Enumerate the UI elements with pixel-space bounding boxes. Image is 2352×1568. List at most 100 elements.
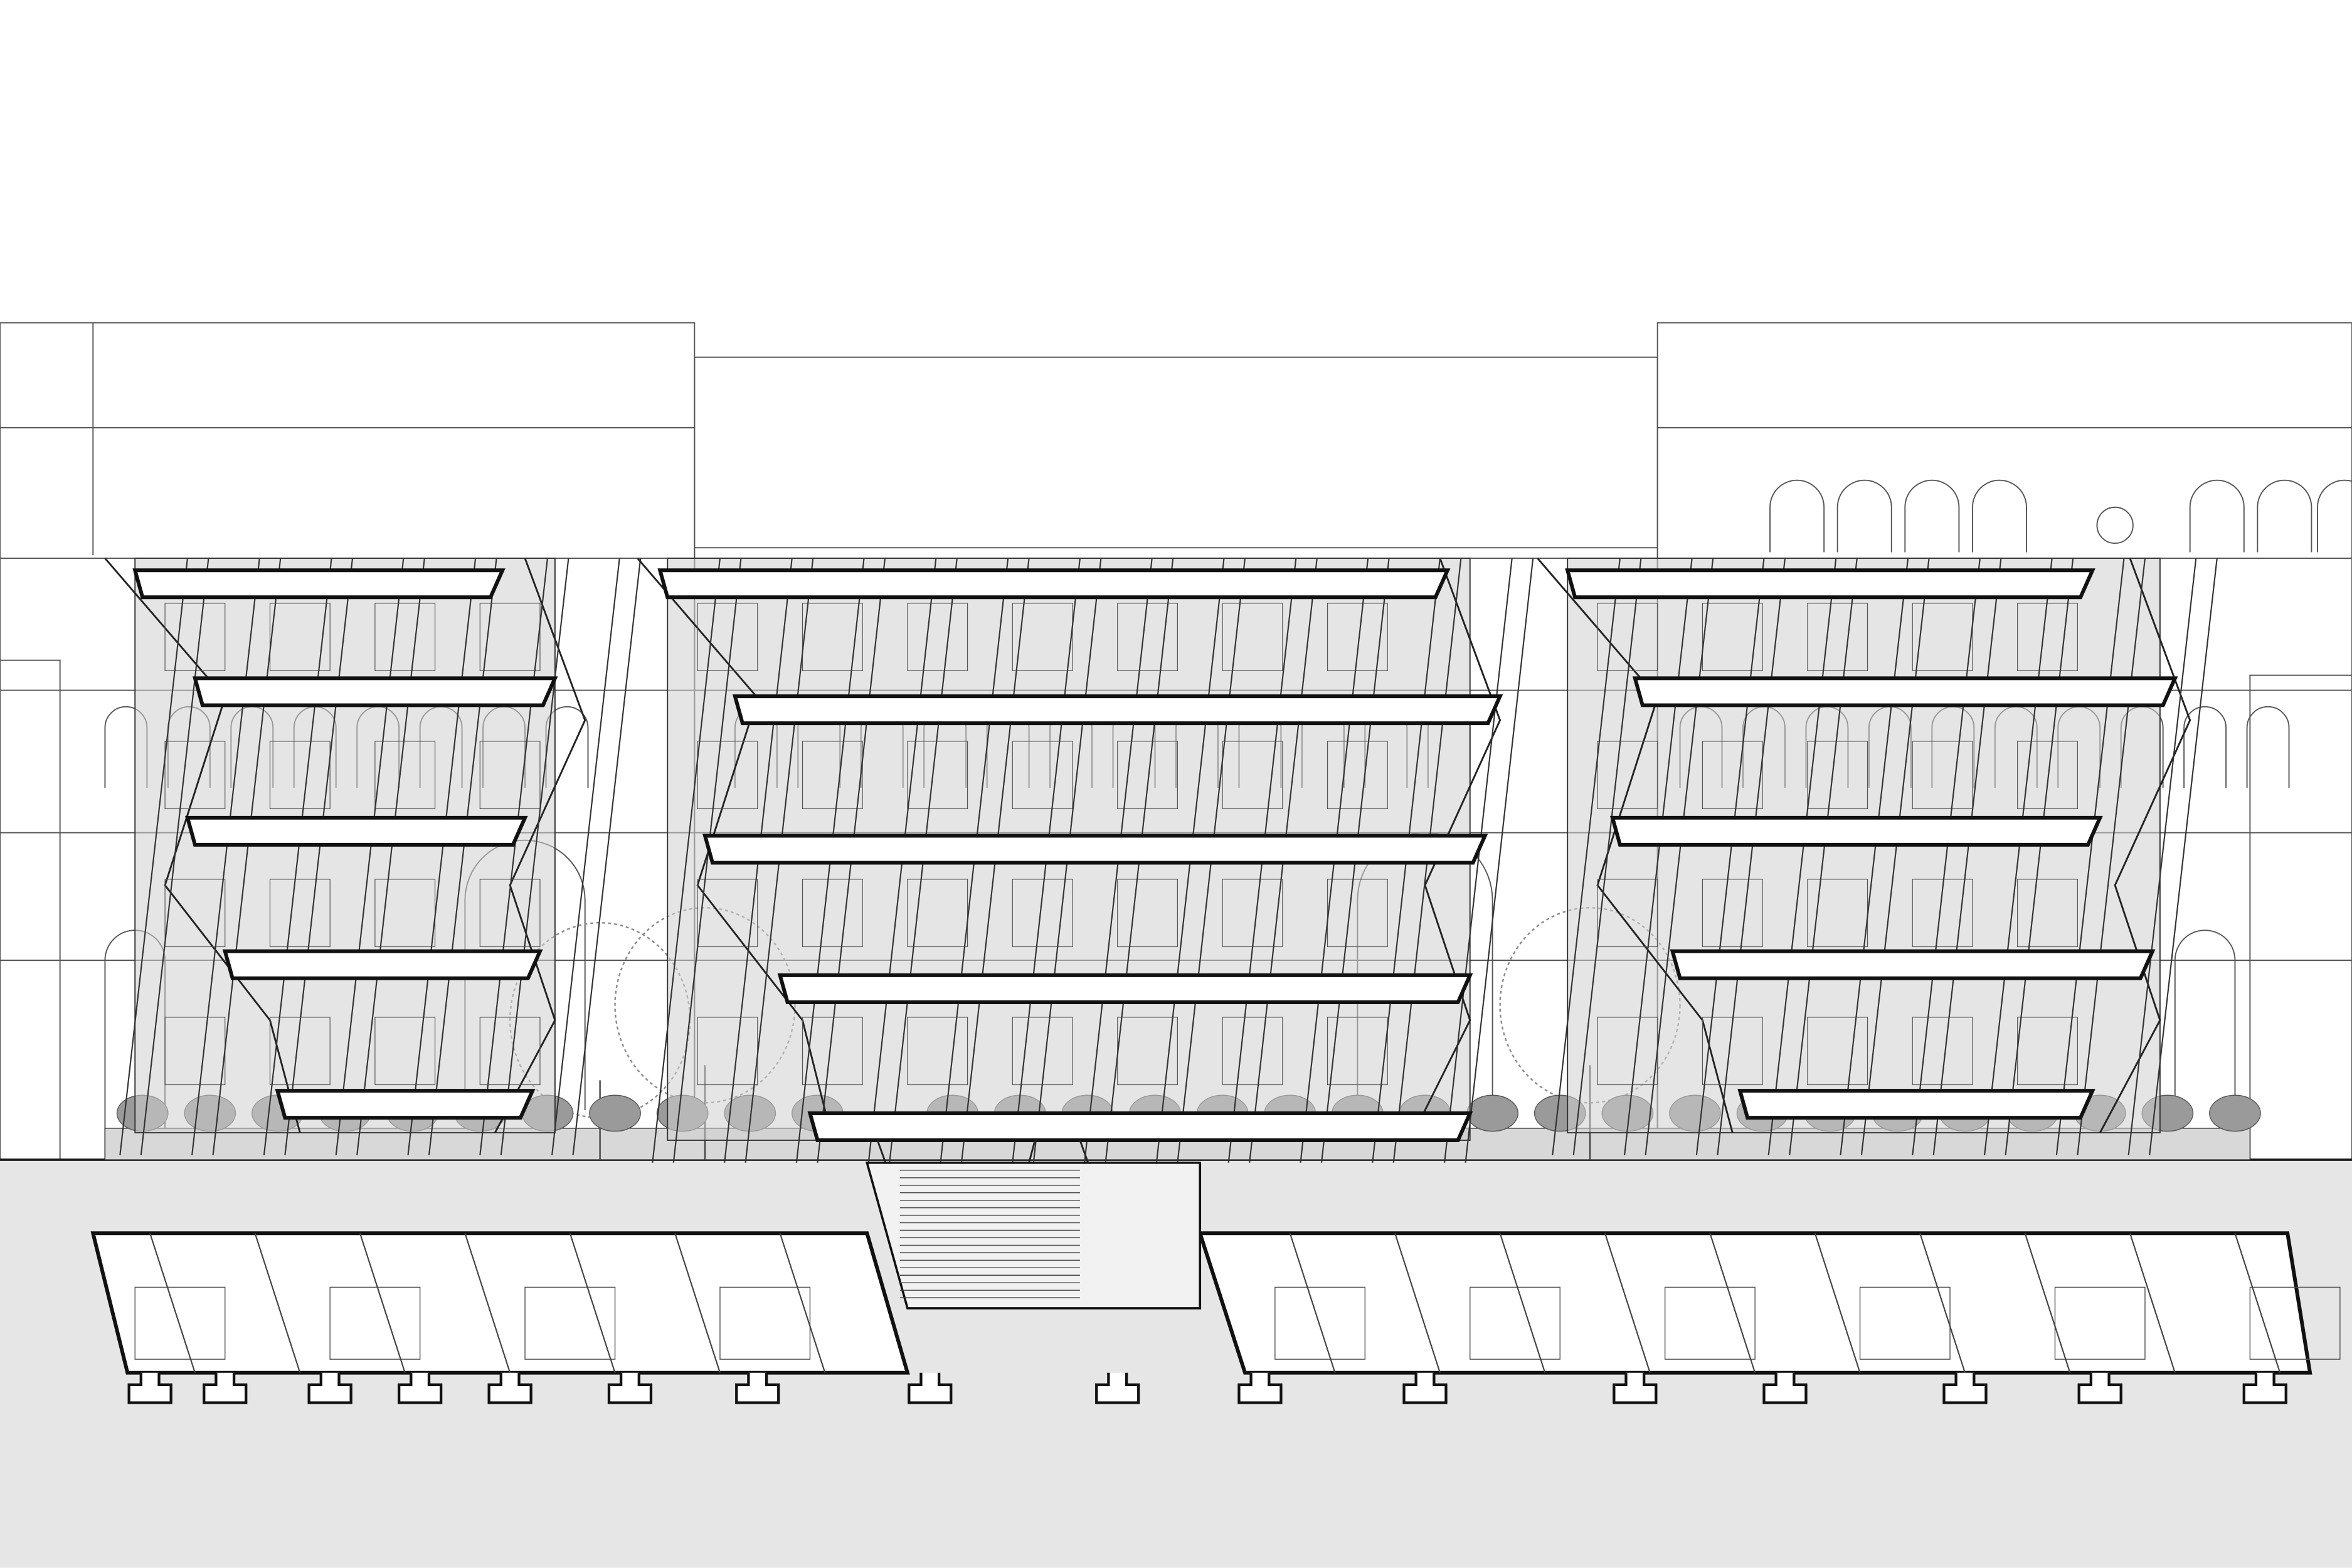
floor-slab (192, 676, 558, 707)
tower-right (1537, 558, 2218, 1156)
window-grid (1117, 741, 1178, 810)
basement-column (779, 1232, 826, 1374)
basement-column (569, 1232, 616, 1374)
window-grid (697, 879, 758, 948)
footing (607, 1372, 653, 1404)
arched-window (2174, 930, 2236, 1170)
window-grid (1807, 741, 1868, 810)
basement-window (1274, 1286, 1366, 1360)
tower-middle (637, 558, 1534, 1163)
window-grid (1702, 741, 1763, 810)
window-grid (802, 603, 863, 672)
diagonal-column (500, 558, 569, 1156)
basement-column (359, 1232, 406, 1374)
footing (1613, 1372, 1658, 1404)
floor-slab (1565, 568, 2095, 600)
window-grid (1327, 741, 1388, 810)
window-grid (1012, 741, 1073, 810)
window-grid (907, 741, 968, 810)
floor-slab (777, 973, 1473, 1004)
footing (1237, 1372, 1283, 1404)
arched-window (1769, 479, 1825, 553)
diagonal-column (1624, 558, 1693, 1156)
footing (487, 1372, 532, 1404)
basement-column (1604, 1232, 1651, 1374)
window-grid (164, 603, 226, 672)
footing (203, 1372, 248, 1404)
footing (398, 1372, 443, 1404)
diagonal-column (1572, 558, 1642, 1156)
diagonal-column (1465, 558, 1534, 1163)
diagonal-column (1444, 558, 1513, 1163)
floor-slab (702, 834, 1488, 865)
window-grid (1807, 1017, 1868, 1086)
window-grid (1222, 741, 1283, 810)
diagonal-column (1552, 558, 1621, 1156)
diagonal-column (1645, 558, 1714, 1156)
arched-window (2246, 706, 2290, 788)
diagonal-column (1717, 558, 1786, 1156)
basement-column (1709, 1232, 1756, 1374)
basement-window (134, 1286, 226, 1360)
window-grid (1012, 603, 1073, 672)
towers (104, 558, 2218, 1309)
window-grid (1117, 879, 1178, 948)
basement-column (2024, 1232, 2071, 1374)
diagonal-column (119, 558, 189, 1156)
floor-slab (1670, 949, 2156, 980)
window-grid (1702, 603, 1763, 672)
window-grid (1912, 603, 1973, 672)
diagonal-column (652, 558, 721, 1163)
arched-window (2257, 479, 2312, 553)
diagonal-column (212, 558, 282, 1156)
basement-window (1470, 1286, 1560, 1360)
basement-column (149, 1232, 196, 1374)
window-grid (2017, 741, 2078, 810)
window-grid (1327, 1017, 1388, 1086)
window-grid (907, 1017, 968, 1086)
footing (1095, 1372, 1140, 1404)
basement-windows (134, 1232, 2341, 1374)
diagonal-column (428, 558, 497, 1156)
diagonal-column (263, 558, 332, 1156)
diagonal-column (191, 558, 260, 1156)
basement-window (2054, 1286, 2146, 1360)
diagonal-column (1912, 558, 1981, 1156)
side-building-right (2249, 674, 2352, 1163)
floor-slab (1632, 676, 2178, 707)
window-grid (269, 741, 331, 810)
window-grid (907, 879, 968, 948)
diagonal-column (140, 558, 209, 1156)
footings (127, 1372, 2287, 1404)
diagonal-column (356, 558, 425, 1156)
diagonal-column (2127, 558, 2197, 1156)
diagonal-column (335, 558, 405, 1156)
floor-slab (1737, 1089, 2095, 1120)
arched-window (1836, 479, 1892, 553)
footing (307, 1372, 352, 1404)
diagonal-column (1840, 558, 1909, 1156)
window-grid (479, 741, 541, 810)
window-grid (269, 879, 331, 948)
window-grid (374, 1017, 436, 1086)
window-grid (907, 603, 968, 672)
window-grid (1702, 879, 1763, 948)
window-grid (1912, 879, 1973, 948)
basement-window (1859, 1286, 1951, 1360)
basement-column (2234, 1232, 2281, 1374)
window-grid (1807, 603, 1868, 672)
basement-left (90, 1231, 910, 1375)
basement-column (1289, 1232, 1336, 1374)
floor-slab (807, 1111, 1473, 1142)
footing (1942, 1372, 1988, 1404)
window-grid (479, 879, 541, 948)
basement-column (674, 1232, 721, 1374)
arched-window (2189, 479, 2245, 553)
floor-slab (732, 694, 1503, 726)
window-grid (1327, 879, 1388, 948)
window-grid (479, 603, 541, 672)
diagonal-column (2005, 558, 2074, 1156)
floor-slab (1610, 815, 2103, 847)
window-grid (1012, 879, 1073, 948)
floor-slab (222, 949, 543, 980)
